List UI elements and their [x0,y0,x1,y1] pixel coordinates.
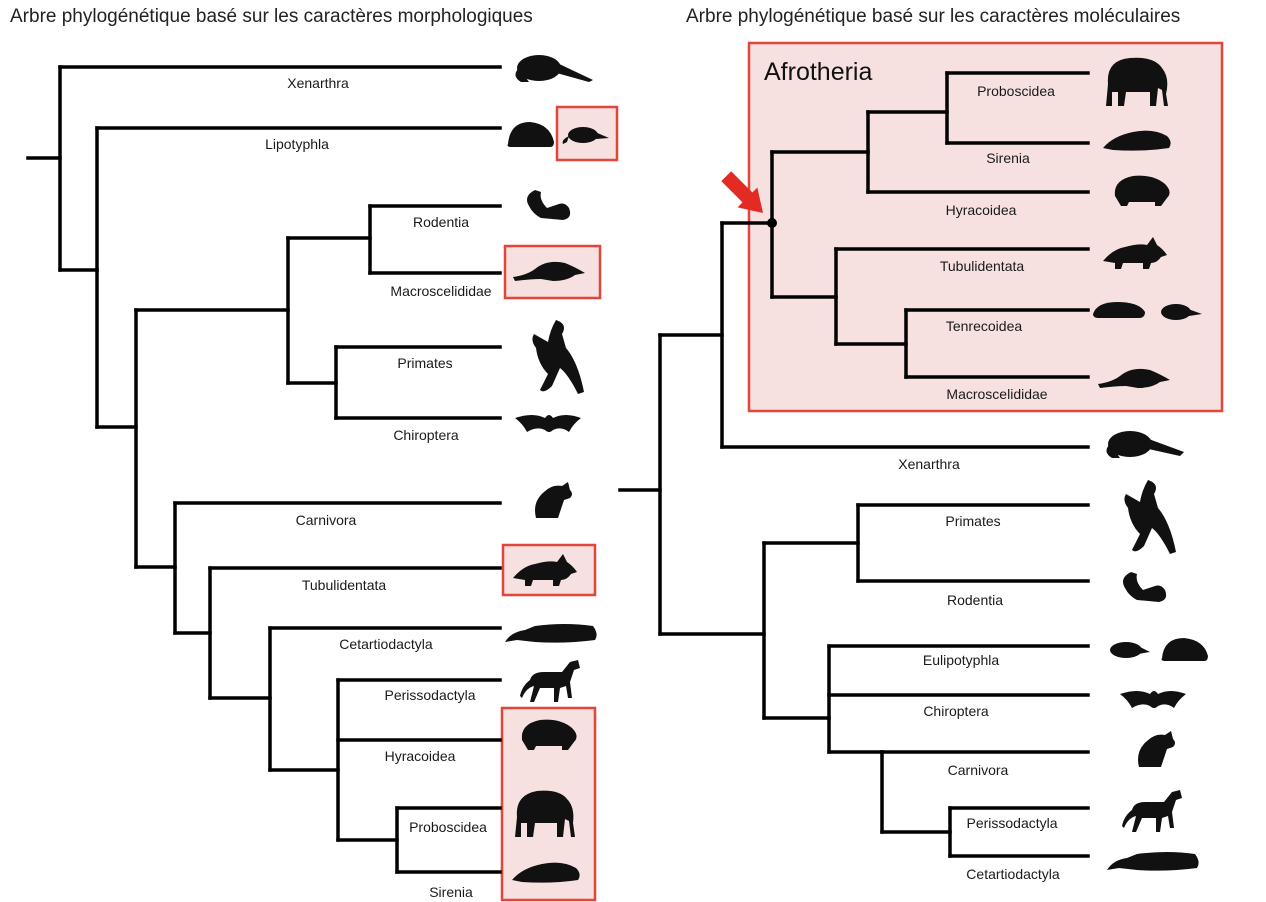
mole-icon [1110,642,1150,658]
right-label-hyracoidea: Hyracoidea [945,202,1017,218]
right-label-tubulidentata: Tubulidentata [939,258,1025,274]
aardvark-icon [1103,237,1167,269]
afrotheria-arrow-icon [721,171,763,213]
afrotheria-box [747,41,1224,413]
right-label-xenarthra: Xenarthra [898,456,960,472]
left-silhouettes [505,55,609,883]
left-label-carnivora: Carnivora [295,512,357,528]
right-tree [618,71,1090,858]
left-label-macroscelididae: Macroscelididae [390,283,492,299]
right-tree-title: Arbre phylogénétique basé sur les caract… [686,6,1181,27]
cat-icon [535,482,572,518]
right-label-carnivora: Carnivora [947,762,1009,778]
left-label-sirenia: Sirenia [429,884,473,900]
right-label-perissodactyla: Perissodactyla [966,815,1058,831]
right-label-tenrecoidea: Tenrecoidea [945,318,1023,334]
left-label-primates: Primates [397,355,453,371]
right-label-macroscelididae: Macroscelididae [946,386,1048,402]
bat-icon [515,415,581,432]
right-label-eulipotyphla: Eulipotyphla [922,652,1000,668]
aardvark-icon [513,554,577,586]
left-label-tubulidentata: Tubulidentata [301,577,387,593]
tenrec-icon [1093,302,1145,318]
left-label-cetartiodactyla: Cetartiodactyla [339,636,433,652]
horse-icon [1122,790,1182,832]
left-label-chiroptera: Chiroptera [393,427,459,443]
right-label-chiroptera: Chiroptera [923,703,989,719]
dugong-icon [1103,130,1171,151]
right-label-rodentia: Rodentia [946,592,1004,608]
left-label-perissodactyla: Perissodactyla [384,687,476,703]
anteater-icon [1106,431,1184,458]
whale-icon [1107,852,1199,871]
left-tree-title: Arbre phylogénétique basé sur les caract… [10,6,533,27]
monkey-icon [532,320,584,394]
golden-mole-icon [1161,304,1202,320]
monkey-icon [1124,480,1176,554]
cat-icon [1138,731,1175,767]
anteater-icon [515,55,593,82]
afrotheria-group-label: Afrotheria [764,58,873,86]
shrew-icon [562,127,609,144]
highlight-boxes [500,41,1224,902]
right-silhouettes [1093,57,1208,871]
left-label-hyracoidea: Hyracoidea [384,748,456,764]
left-label-xenarthra: Xenarthra [287,75,349,91]
right-label-sirenia: Sirenia [986,150,1030,166]
bat-icon [1120,691,1186,708]
elephant-shrew-icon [1098,368,1170,388]
hedgehog-icon [1161,638,1208,661]
hyrax-icon [521,719,577,750]
dugong-icon [512,862,580,883]
squirrel-icon [527,190,571,220]
hedgehog-icon [507,122,554,147]
right-label-cetartiodactyla: Cetartiodactyla [966,866,1060,882]
hyrax-icon [1114,175,1170,206]
horse-icon [520,660,580,702]
right-label-proboscidea: Proboscidea [977,83,1055,99]
left-label-rodentia: Rodentia [412,214,470,230]
left-label-lipotyphla: Lipotyphla [265,136,329,152]
squirrel-icon [1123,572,1167,602]
afrotheria-node-dot [767,218,777,228]
whale-icon [505,624,597,643]
elephant-shrew-icon [513,261,585,281]
elephant-icon [515,790,575,837]
left-label-proboscidea: Proboscidea [409,819,487,835]
right-label-primates: Primates [945,513,1001,529]
left-tree [26,65,502,874]
elephant-icon [1106,57,1168,106]
